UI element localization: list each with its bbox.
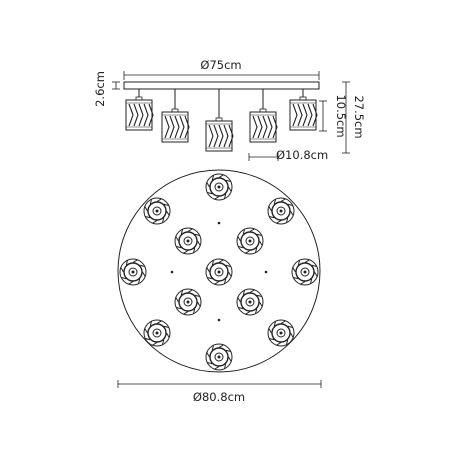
lamp-shades (125, 96, 318, 152)
shade-height-label: 10.5cm (334, 94, 348, 137)
total-height-label: 27.5cm (352, 95, 366, 138)
ceiling-plate (123, 81, 320, 90)
shade-diameter-dimension (248, 153, 279, 161)
bottom-diameter-dimension (117, 380, 322, 388)
crystal-light-icon (236, 288, 264, 316)
crystal-light-icon (174, 288, 202, 316)
crystal-light-icon (267, 197, 295, 225)
crystal-light-icon (205, 258, 233, 286)
plate-height-label: 2.6cm (93, 71, 107, 107)
crystal-light-icon (205, 343, 233, 371)
lamp-shade (249, 108, 278, 143)
fixing-dot (170, 270, 174, 274)
crystal-light-icon (143, 197, 171, 225)
lamp-shade (161, 108, 190, 143)
plan-lights (119, 173, 319, 371)
fixing-dot (264, 270, 268, 274)
lamp-shade (289, 96, 318, 131)
crystal-light-icon (267, 319, 295, 347)
total-height-dimension (342, 81, 350, 154)
lamp-shade (125, 96, 154, 131)
crystal-light-icon (174, 227, 202, 255)
lamp-shade (205, 117, 234, 152)
side-view (123, 81, 320, 121)
crystal-light-icon (205, 173, 233, 201)
fixing-dot (217, 318, 221, 322)
top-width-label: Ø75cm (200, 58, 241, 72)
crystal-light-icon (119, 258, 147, 286)
fixing-dot (217, 221, 221, 225)
shade-height-dimension (319, 100, 327, 132)
crystal-light-icon (143, 319, 171, 347)
shade-diameter-label: Ø10.8cm (276, 148, 328, 162)
crystal-light-icon (236, 227, 264, 255)
bottom-diameter-label: Ø80.8cm (193, 390, 245, 404)
plate-height-dimension (112, 81, 120, 90)
fixing-points (170, 221, 268, 322)
top-width-dimension (123, 71, 320, 80)
crystal-light-icon (291, 258, 319, 286)
